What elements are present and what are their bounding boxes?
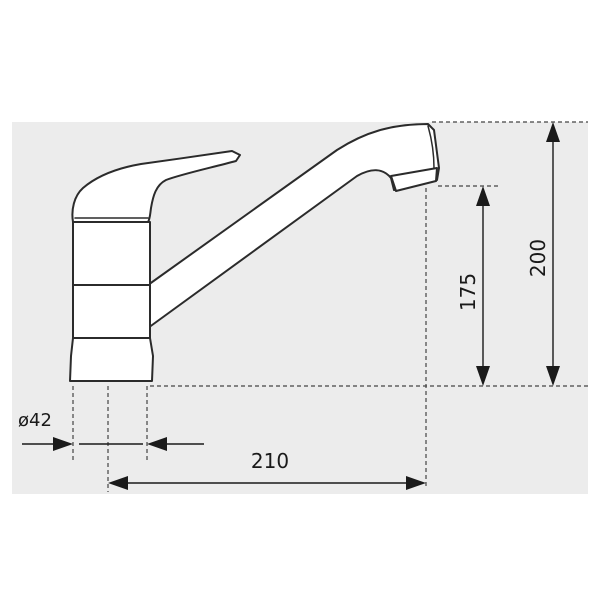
dimension-spout-height: 175 (456, 186, 490, 386)
faucet (69, 123, 440, 382)
faucet-spout (147, 123, 440, 329)
faucet-base (69, 337, 154, 382)
diameter-label: ø42 (18, 410, 52, 431)
reference-lines (72, 121, 588, 492)
spout-aerator (390, 167, 438, 192)
total-height-label: 200 (526, 239, 550, 277)
faucet-handle (71, 150, 241, 223)
faucet-body-lower (72, 284, 151, 339)
spout-height-label: 175 (456, 273, 480, 311)
dimension-diameter: ø42 (18, 410, 204, 451)
width-label: 210 (251, 449, 289, 473)
dimension-width: 210 (108, 449, 426, 490)
faucet-body-upper (72, 221, 151, 286)
dimension-total-height: 200 (526, 122, 560, 386)
spout-inner-line (427, 125, 435, 169)
